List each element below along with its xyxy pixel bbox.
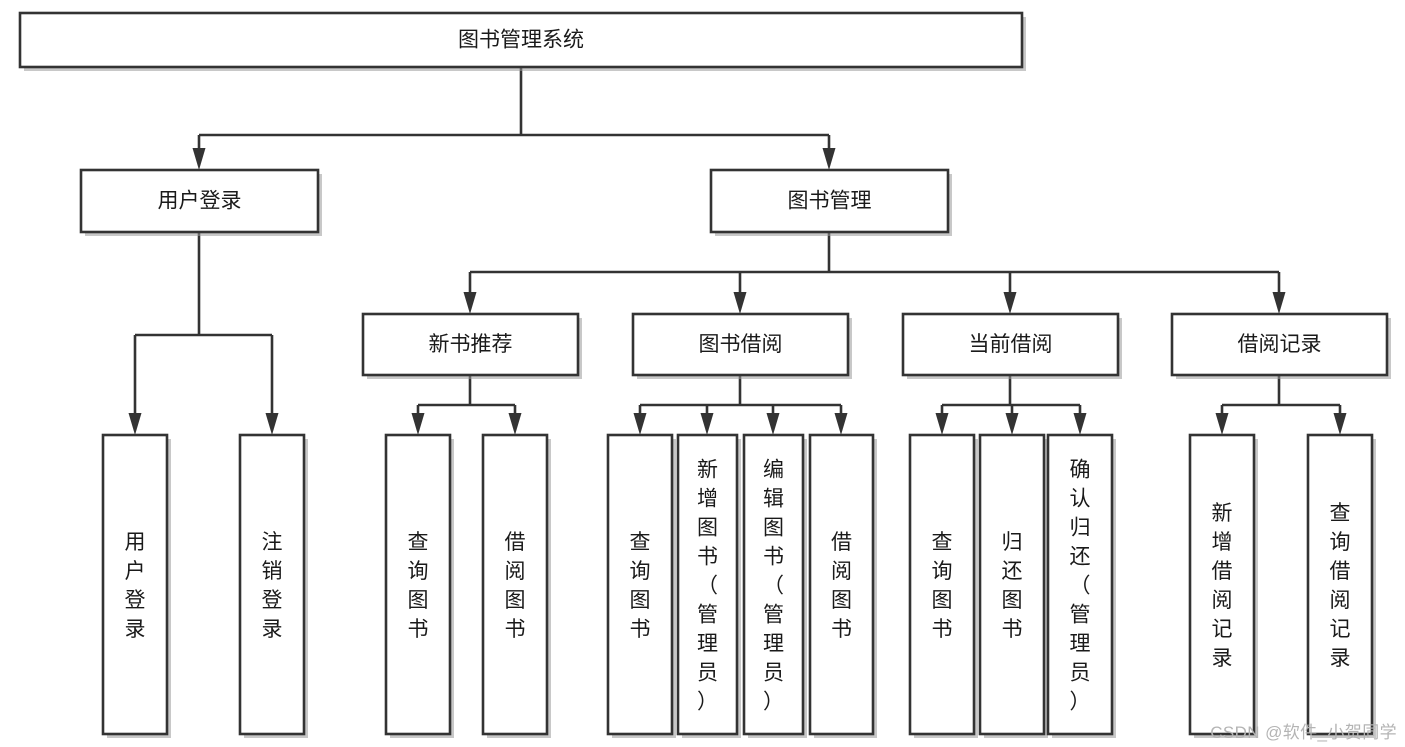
connector-layer [128, 67, 1347, 435]
node-label: 归还图书 [1002, 531, 1023, 641]
connector-book-manage [463, 232, 1286, 314]
node-label: 确认归还（管理员） [1070, 459, 1091, 714]
node-box[interactable] [631, 312, 850, 377]
node-root[interactable]: 图书管理系统 [18, 11, 1026, 71]
arrow-head-icon [411, 413, 425, 435]
arrow-head-icon [1005, 413, 1019, 435]
node-label: 新书推荐 [429, 333, 513, 356]
arrow-head-icon [633, 413, 647, 435]
node-leaf-return-book[interactable]: 归还图书 [978, 433, 1048, 738]
node-box[interactable] [481, 433, 549, 736]
node-label: 借阅图书 [831, 531, 852, 641]
node-leaf-add-record[interactable]: 新增借阅记录 [1188, 433, 1258, 738]
connector-new-book-rec [411, 375, 522, 435]
node-label: 编辑图书（管理员） [763, 459, 784, 714]
node-label: 注销登录 [262, 531, 283, 641]
connector-current-borrow [935, 375, 1087, 435]
node-book-manage[interactable]: 图书管理 [709, 168, 952, 236]
node-label: 当前借阅 [969, 333, 1053, 356]
node-leaf-user-login[interactable]: 用户登录 [101, 433, 171, 738]
arrow-head-icon [463, 292, 477, 314]
node-leaf-borrow-book-1[interactable]: 借阅图书 [481, 433, 551, 738]
node-label: 借阅记录 [1238, 333, 1322, 356]
node-label: 新增图书（管理员） [697, 459, 718, 714]
node-leaf-edit-book[interactable]: 编辑图书（管理员） [742, 433, 807, 738]
arrow-head-icon [1333, 413, 1347, 435]
node-label: 新增借阅记录 [1212, 502, 1233, 670]
node-leaf-query-book-2[interactable]: 查询图书 [606, 433, 676, 738]
node-label: 用户登录 [158, 190, 242, 213]
arrow-head-icon [1073, 413, 1087, 435]
node-leaf-query-book-3[interactable]: 查询图书 [908, 433, 978, 738]
node-book-borrow[interactable]: 图书借阅 [631, 312, 852, 379]
node-label: 查询图书 [408, 531, 429, 641]
node-current-borrow[interactable]: 当前借阅 [901, 312, 1122, 379]
node-box[interactable] [1306, 433, 1374, 736]
node-box[interactable] [1170, 312, 1389, 377]
node-label: 用户登录 [125, 531, 146, 641]
connector-borrow-record [1215, 375, 1347, 435]
arrow-head-icon [508, 413, 522, 435]
arrow-head-icon [822, 148, 836, 170]
connector-book-borrow [633, 375, 848, 435]
node-new-book-rec[interactable]: 新书推荐 [361, 312, 582, 379]
node-leaf-logout[interactable]: 注销登录 [238, 433, 308, 738]
node-borrow-record[interactable]: 借阅记录 [1170, 312, 1391, 379]
arrow-head-icon [733, 292, 747, 314]
node-box[interactable] [361, 312, 580, 377]
arrow-head-icon [834, 413, 848, 435]
connector-root [192, 67, 836, 170]
node-user-login[interactable]: 用户登录 [79, 168, 322, 236]
node-box[interactable] [384, 433, 452, 736]
node-box[interactable] [901, 312, 1120, 377]
node-label: 图书管理 [788, 190, 872, 213]
arrow-head-icon [935, 413, 949, 435]
node-box[interactable] [709, 168, 950, 234]
node-label: 图书借阅 [699, 333, 783, 356]
node-label: 查询借阅记录 [1330, 502, 1351, 670]
node-box[interactable] [101, 433, 169, 736]
node-leaf-query-book-1[interactable]: 查询图书 [384, 433, 454, 738]
arrow-head-icon [700, 413, 714, 435]
node-label: 查询图书 [630, 531, 651, 641]
arrow-head-icon [128, 413, 142, 435]
arrow-head-icon [1003, 292, 1017, 314]
connector-user-login [128, 232, 279, 435]
node-box[interactable] [18, 11, 1024, 69]
node-box[interactable] [1046, 433, 1114, 736]
node-leaf-confirm-return[interactable]: 确认归还（管理员） [1046, 433, 1116, 738]
node-box[interactable] [908, 433, 976, 736]
arrow-head-icon [1215, 413, 1229, 435]
arrow-head-icon [265, 413, 279, 435]
node-label: 借阅图书 [505, 531, 526, 641]
node-leaf-query-record[interactable]: 查询借阅记录 [1306, 433, 1376, 738]
node-box[interactable] [1188, 433, 1256, 736]
node-box[interactable] [79, 168, 320, 234]
node-leaf-add-book[interactable]: 新增图书（管理员） [676, 433, 741, 738]
node-layer: 图书管理系统用户登录图书管理新书推荐图书借阅当前借阅借阅记录用户登录注销登录查询… [18, 11, 1391, 738]
node-box[interactable] [238, 433, 306, 736]
node-label: 图书管理系统 [458, 29, 584, 52]
node-leaf-borrow-book-2[interactable]: 借阅图书 [808, 433, 877, 738]
node-box[interactable] [742, 433, 805, 736]
arrow-head-icon [192, 148, 206, 170]
node-box[interactable] [676, 433, 739, 736]
node-label: 查询图书 [932, 531, 953, 641]
node-box[interactable] [808, 433, 875, 736]
node-box[interactable] [978, 433, 1046, 736]
arrow-head-icon [766, 413, 780, 435]
arrow-head-icon [1272, 292, 1286, 314]
node-box[interactable] [606, 433, 674, 736]
